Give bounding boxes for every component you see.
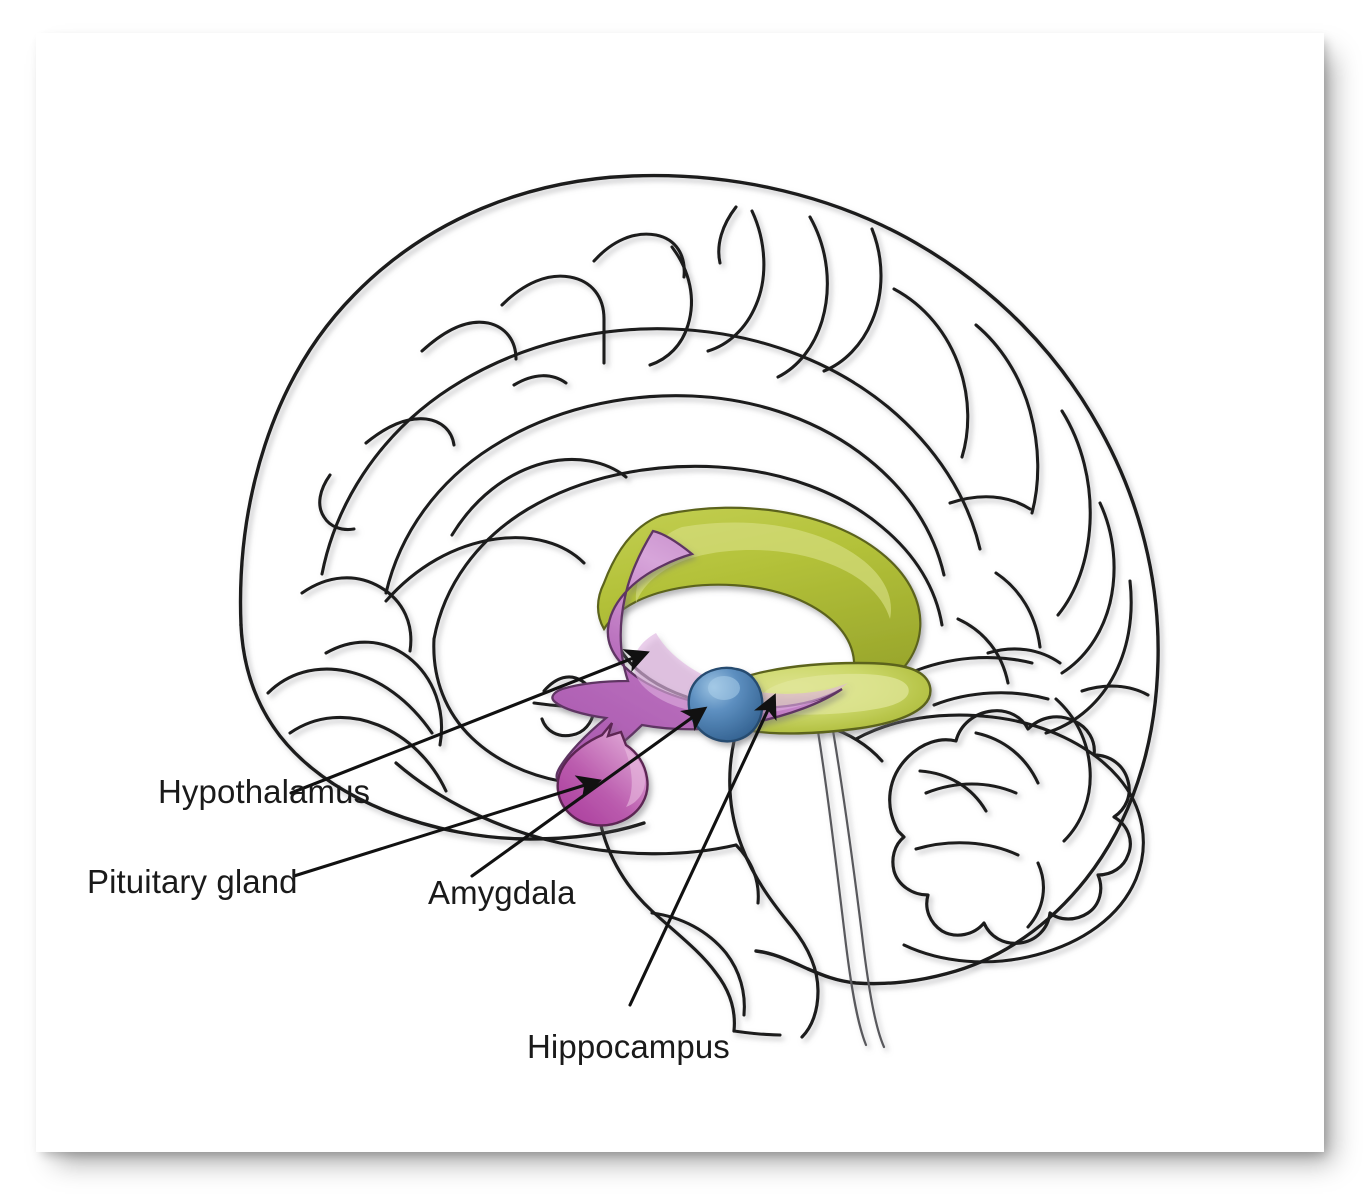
amygdala-highlight: [708, 676, 740, 700]
brain-limbic-system-diagram: Hypothalamus Pituitary gland Amygdala Hi…: [87, 173, 1160, 1065]
cerebellum-folia-01: [924, 782, 1018, 795]
structure-amygdala: [687, 666, 764, 743]
brainstem-inner-line: [650, 911, 746, 1017]
figure-card: Hypothalamus Pituitary gland Amygdala Hi…: [36, 33, 1324, 1152]
temporal-underside: [394, 761, 738, 856]
cerebellum-outline: [888, 709, 1132, 945]
medulla-edge: [732, 1029, 782, 1037]
sulcus-23: [918, 769, 988, 813]
temporal-tip: [734, 843, 760, 905]
aqueduct-line-02: [826, 699, 886, 1049]
sulcus-13: [822, 227, 883, 373]
leader-pituitary-gland: [292, 775, 602, 878]
label-hypothalamus: Hypothalamus: [158, 773, 370, 810]
insula-band-outer: [266, 667, 434, 735]
sulcus-20: [956, 617, 1010, 685]
sulcus-06: [450, 457, 628, 537]
sulcus-09: [592, 232, 686, 279]
sulcus-01: [364, 417, 456, 447]
sulcus-02: [318, 473, 356, 532]
sulcus-17: [1060, 501, 1116, 675]
sulcus-05: [384, 536, 586, 603]
sulcus-15: [974, 323, 1040, 515]
leader-hypothalamus: [289, 649, 650, 795]
sulcus-24: [1026, 861, 1045, 929]
sulcus-25: [717, 205, 738, 265]
sulcus-08: [500, 274, 606, 365]
sulcus-16: [1056, 409, 1092, 617]
structure-pituitary-gland: [556, 722, 649, 827]
leader-hippocampus: [628, 693, 777, 1007]
cerebellum-folia-02: [914, 841, 1020, 857]
occipital-sulcus-01: [948, 495, 1032, 511]
brainstem-posterior: [728, 731, 820, 1039]
leader-lines: [289, 649, 777, 1007]
sulcus-03: [300, 576, 413, 653]
sulcus-10: [648, 245, 694, 367]
sulcus-26: [512, 374, 568, 387]
frontal-base-outline: [239, 623, 646, 841]
label-amygdala: Amygdala: [428, 874, 576, 911]
fornix-ring-highlight: [635, 522, 891, 619]
sulcus-14: [892, 287, 970, 459]
sulcus-18: [1044, 579, 1133, 735]
sulcus-12: [776, 215, 829, 379]
sulcus-04: [324, 640, 444, 747]
cerebellum-wrapper: [854, 713, 1145, 964]
aqueduct-line-01: [810, 693, 868, 1047]
sulcus-11: [706, 209, 766, 353]
corpus-callosum-lower: [432, 637, 562, 783]
structure-labels: Hypothalamus Pituitary gland Amygdala Hi…: [87, 773, 730, 1065]
occipital-underside-02: [932, 691, 1050, 707]
cingulate-gyrus-outer: [320, 327, 982, 576]
leader-amygdala: [470, 706, 708, 878]
cerebrum-outline: [238, 173, 1160, 986]
label-pituitary-gland: Pituitary gland: [87, 863, 298, 900]
occipital-underside-01: [908, 656, 1034, 675]
corpus-callosum-upper: [432, 464, 944, 641]
insula-band-inner: [288, 715, 448, 793]
brain-line-art: [238, 173, 1160, 1049]
thalamus-highlight: [633, 633, 848, 716]
label-hippocampus: Hippocampus: [527, 1028, 730, 1065]
sulcus-22: [974, 731, 1040, 785]
cingulate-gyrus-inner: [384, 394, 946, 595]
occipital-sulcus-02: [986, 647, 1062, 665]
occipital-underside-03: [1080, 684, 1150, 697]
sulcus-21: [1054, 697, 1092, 843]
sulcus-07: [420, 320, 518, 361]
sulcus-19: [994, 571, 1042, 649]
